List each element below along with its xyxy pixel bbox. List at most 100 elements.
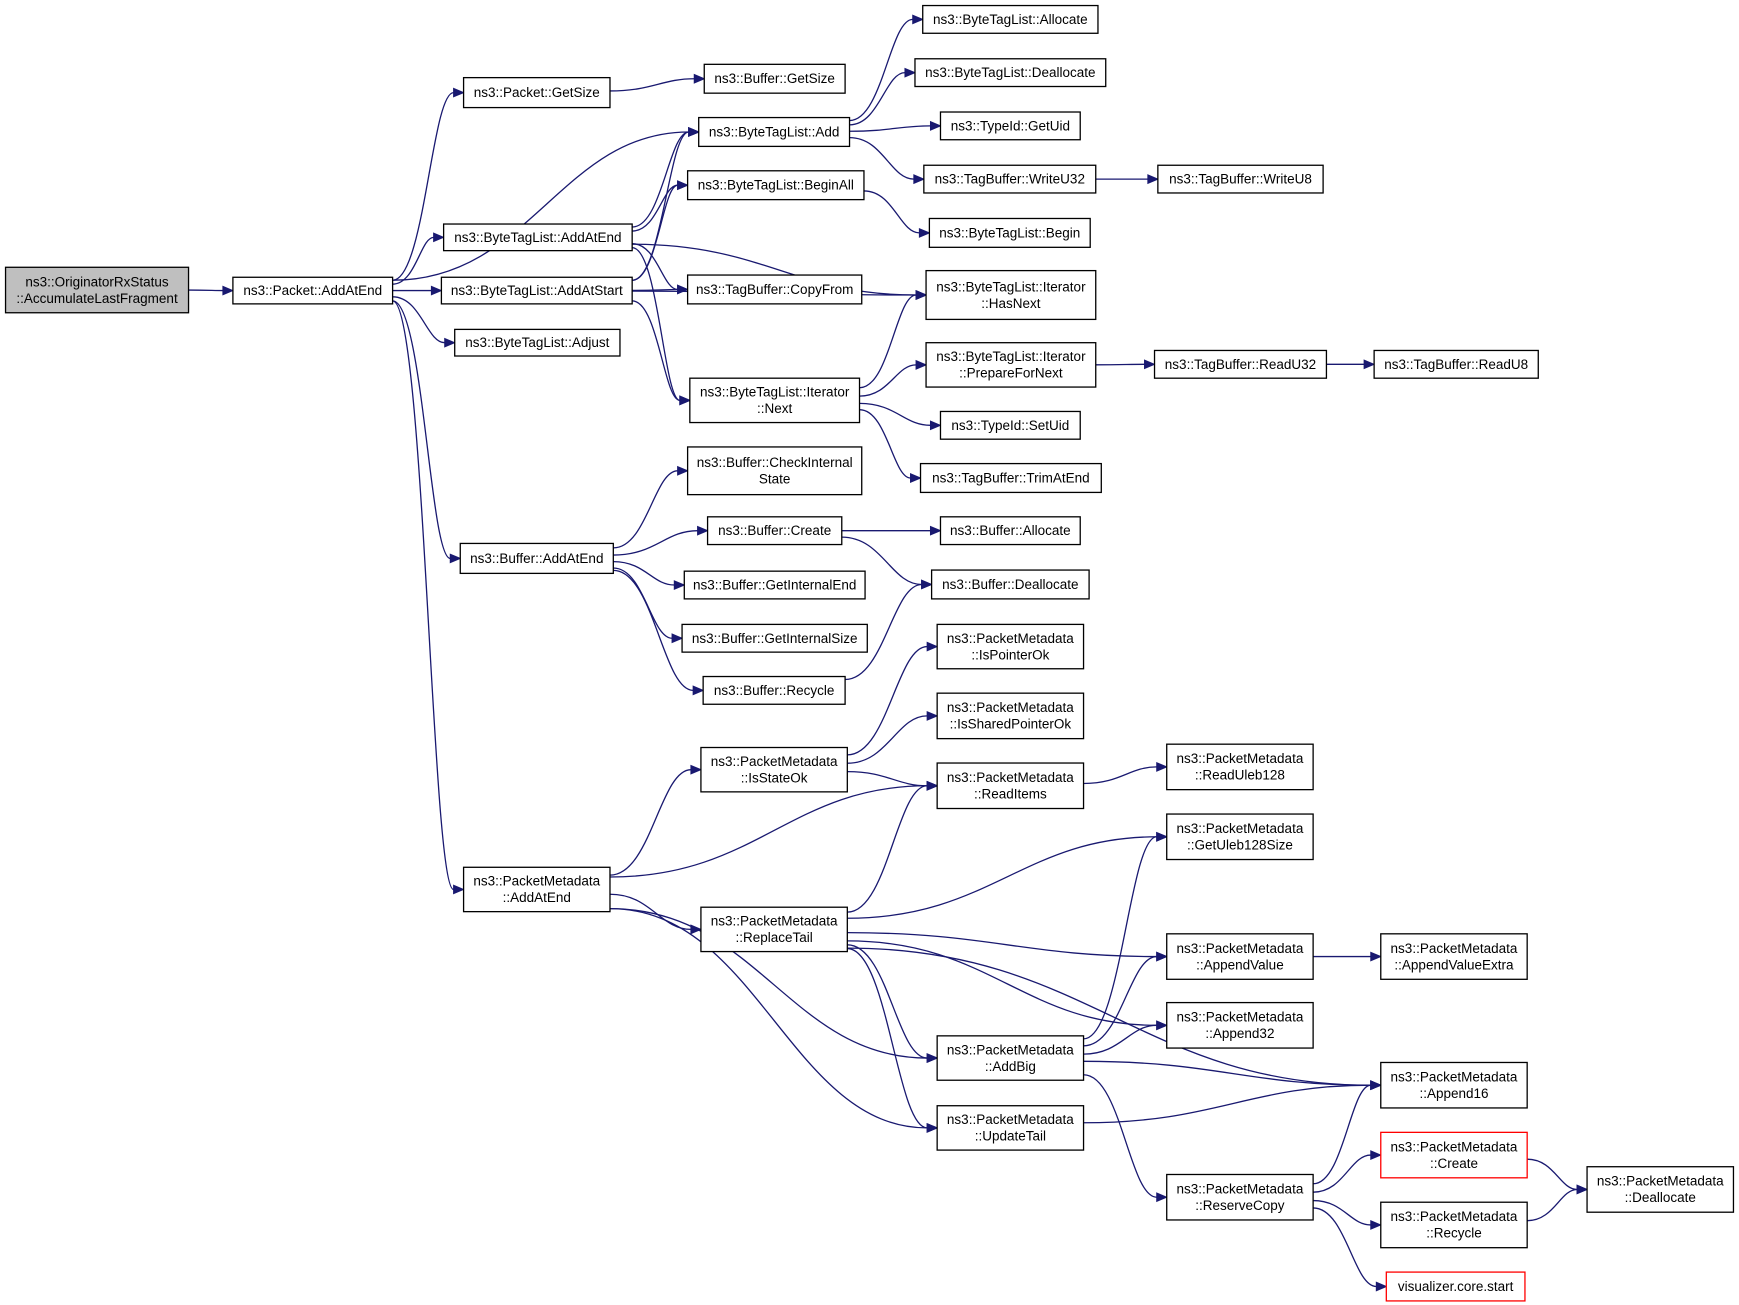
edge-pm-replacetail-to-pm-getulebsize [847,831,1169,919]
arrow-head [679,395,692,406]
node-btl-deallocate[interactable]: ns3::ByteTagList::Deallocate [914,58,1107,88]
node-box [698,116,851,148]
node-tid-getuid[interactable]: ns3::TypeId::GetUid [939,111,1081,141]
node-box [936,623,1085,670]
node-tb-writeu32[interactable]: ns3::TagBuffer::WriteU32 [923,164,1097,194]
node-label: ::ReplaceTail [735,930,812,945]
node-buf-allocate[interactable]: ns3::Buffer::Allocate [939,516,1081,546]
edge-line [632,184,678,232]
node-pm-readitems[interactable]: ns3::PacketMetadata::ReadItems [936,762,1085,810]
node-label: ns3::TagBuffer::ReadU8 [1384,357,1528,372]
node-btl-begin[interactable]: ns3::ByteTagList::Begin [928,217,1091,248]
node-box [919,462,1102,494]
node-label: ns3::PacketMetadata [711,754,838,769]
node-label: ::Append32 [1205,1026,1274,1041]
node-tb-writeu8[interactable]: ns3::TagBuffer::WriteU8 [1157,164,1324,194]
edge-line [847,932,1157,958]
edge-line [632,300,681,402]
node-buf-getintend[interactable]: ns3::Buffer::GetInternalEnd [683,570,866,600]
node-root[interactable]: ns3::OriginatorRxStatus::AccumulateLastF… [4,266,190,314]
node-pm-appendvalue[interactable]: ns3::PacketMetadata::AppendValue [1166,933,1314,980]
node-pkt-getsize[interactable]: ns3::Packet::GetSize [462,76,611,109]
node-label: ns3::PacketMetadata [947,700,1074,715]
node-btl-it-hasnext[interactable]: ns3::ByteTagList::Iterator::HasNext [925,269,1097,321]
node-pm-recycle[interactable]: ns3::PacketMetadata::Recycle [1380,1201,1528,1249]
node-label: ns3::TypeId::GetUid [951,118,1070,133]
node-pm-append16[interactable]: ns3::PacketMetadata::Append16 [1380,1061,1528,1109]
node-buf-recycle[interactable]: ns3::Buffer::Recycle [702,675,846,705]
edge-buf-addatend-to-buf-getintsize [613,567,684,644]
node-btl-it-next[interactable]: ns3::ByteTagList::Iterator::Next [689,377,861,424]
edge-pm-reservecopy-to-pm-append16 [1313,1080,1383,1185]
arrow-head [926,780,939,791]
node-tid-setuid[interactable]: ns3::TypeId::SetUid [939,410,1081,440]
arrow-head [697,525,709,536]
edge-line [849,71,906,126]
node-pm-addatend[interactable]: ns3::PacketMetadata::AddAtEnd [462,866,611,913]
node-label: ns3::PacketMetadata [1177,1010,1304,1025]
node-tb-copyfrom[interactable]: ns3::TagBuffer::CopyFrom [686,274,863,305]
edge-btl-beginall-to-btl-begin [863,190,931,238]
node-pm-getulebsize[interactable]: ns3::PacketMetadata::GetUleb128Size [1166,813,1314,861]
node-label: ns3::Packet::AddAtEnd [243,283,382,298]
node-buf-getintsize[interactable]: ns3::Buffer::GetInternalSize [681,623,868,653]
node-buf-create[interactable]: ns3::Buffer::Create [706,516,843,546]
edge-line [392,300,455,891]
node-btl-beginall[interactable]: ns3::ByteTagList::BeginAll [686,170,865,201]
arrow-head [1370,1220,1383,1230]
node-box [462,866,611,913]
node-box [1166,933,1314,980]
node-pm-addbig[interactable]: ns3::PacketMetadata::AddBig [936,1035,1085,1081]
edge-pm-reservecopy-to-viz-start [1313,1207,1388,1292]
node-pm-issharedptrok[interactable]: ns3::PacketMetadata::IsSharedPointerOk [936,692,1085,740]
node-pm-reservecopy[interactable]: ns3::PacketMetadata::ReserveCopy [1166,1173,1314,1221]
edge-pm-isstateok-to-pm-issharedptrok [847,710,939,764]
node-pm-readuleb[interactable]: ns3::PacketMetadata::ReadUleb128 [1166,743,1314,791]
edge-line [841,536,922,586]
edge-pm-isstateok-to-pm-isptrok [847,641,939,756]
node-box [1586,1166,1735,1213]
node-pkt-addend[interactable]: ns3::Packet::AddAtEnd [232,276,394,305]
node-pm-create[interactable]: ns3::PacketMetadata::Create [1380,1131,1528,1179]
node-btl-allocate[interactable]: ns3::ByteTagList::Allocate [922,4,1099,34]
node-label: ::ReadUleb128 [1195,768,1285,783]
node-btl-addatend[interactable]: ns3::ByteTagList::AddAtEnd [442,223,633,252]
arrow-head [921,579,933,590]
node-pm-deallocate[interactable]: ns3::PacketMetadata::Deallocate [1586,1166,1735,1213]
node-label: ::Create [1430,1156,1478,1171]
node-pm-replacetail[interactable]: ns3::PacketMetadata::ReplaceTail [700,906,848,953]
edge-line [1313,1207,1377,1288]
edge-pm-reservecopy-to-pm-create [1313,1150,1383,1193]
edge-line [392,296,445,344]
node-tb-readu8[interactable]: ns3::TagBuffer::ReadU8 [1373,349,1539,379]
edge-line [392,131,689,281]
node-box [700,906,848,953]
node-box [686,274,863,305]
edge-line [1083,836,1157,1040]
node-label: ::AccumulateLastFragment [16,291,178,306]
edge-pm-addbig-to-pm-getulebsize [1083,831,1169,1040]
edge-line [392,91,454,281]
edge-pkt-addend-to-btl-addatstart [392,285,443,296]
edge-root-to-pkt-addend [188,285,235,296]
node-btl-add[interactable]: ns3::ByteTagList::Add [698,116,851,148]
node-viz-start[interactable]: visualizer.core.start [1385,1271,1526,1302]
node-pm-isptrok[interactable]: ns3::PacketMetadata::IsPointerOk [936,623,1085,670]
node-buf-deallocate[interactable]: ns3::Buffer::Deallocate [930,569,1090,600]
node-tb-trimatend[interactable]: ns3::TagBuffer::TrimAtEnd [919,462,1102,494]
node-tb-readu32[interactable]: ns3::TagBuffer::ReadU32 [1153,349,1328,379]
node-buf-addatend[interactable]: ns3::Buffer::AddAtEnd [459,542,614,575]
node-btl-adjust[interactable]: ns3::ByteTagList::Adjust [454,328,621,357]
edge-pkt-addend-to-btl-adjust [392,296,457,348]
edge-line [609,78,695,92]
node-pm-appendvalueextra[interactable]: ns3::PacketMetadata::AppendValueExtra [1380,933,1528,980]
node-pm-isstateok[interactable]: ns3::PacketMetadata::IsStateOk [700,746,848,793]
node-buf-getsize[interactable]: ns3::Buffer::GetSize [703,63,846,94]
node-label: ::IsSharedPointerOk [950,717,1072,732]
node-box [939,111,1081,141]
node-pm-append32[interactable]: ns3::PacketMetadata::Append32 [1166,1001,1314,1049]
node-btl-it-prep[interactable]: ns3::ByteTagList::Iterator::PrepareForNe… [925,342,1097,388]
node-pm-updatetail[interactable]: ns3::PacketMetadata::UpdateTail [936,1105,1085,1151]
node-btl-addatstart[interactable]: ns3::ByteTagList::AddAtStart [440,276,633,305]
